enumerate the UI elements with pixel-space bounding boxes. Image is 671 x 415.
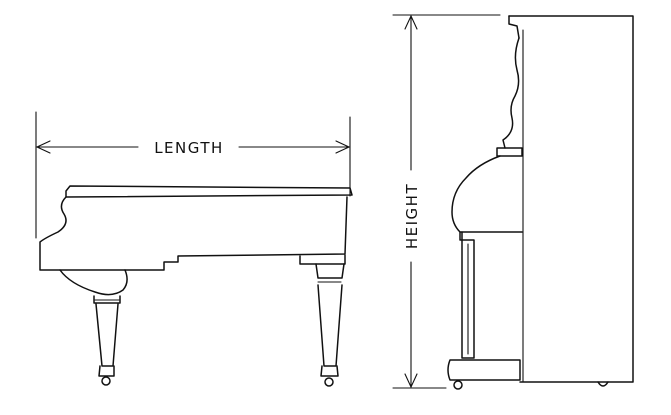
upright-lid-lip — [508, 15, 520, 39]
upright-key-slip — [451, 155, 523, 233]
upright-cabinet — [508, 15, 634, 383]
length-label: LENGTH — [154, 139, 224, 157]
grand-piano-drawing — [39, 185, 353, 387]
upright-music-desk — [502, 37, 520, 149]
height-dimension: HEIGHT — [392, 14, 501, 389]
grand-piano-case — [39, 196, 348, 271]
height-arrowhead-top — [404, 14, 418, 30]
height-arrowhead-bottom — [404, 373, 418, 389]
upright-base — [447, 359, 521, 381]
grand-piano-keybed — [59, 269, 128, 296]
upright-leg — [459, 231, 475, 359]
length-arrowhead-right — [335, 140, 351, 154]
upright-caster-rear — [597, 381, 609, 387]
grand-piano-rear-leg — [315, 263, 345, 387]
length-arrowhead-left — [35, 140, 51, 154]
upright-caster-front — [453, 380, 463, 390]
length-dimension: LENGTH — [35, 111, 351, 239]
upright-piano-drawing — [447, 15, 634, 390]
height-label: HEIGHT — [403, 183, 421, 249]
grand-piano-front-leg — [93, 295, 121, 386]
upright-keyboard — [496, 147, 523, 157]
grand-piano-lid — [65, 185, 353, 198]
grand-piano-rear-block — [299, 254, 346, 265]
